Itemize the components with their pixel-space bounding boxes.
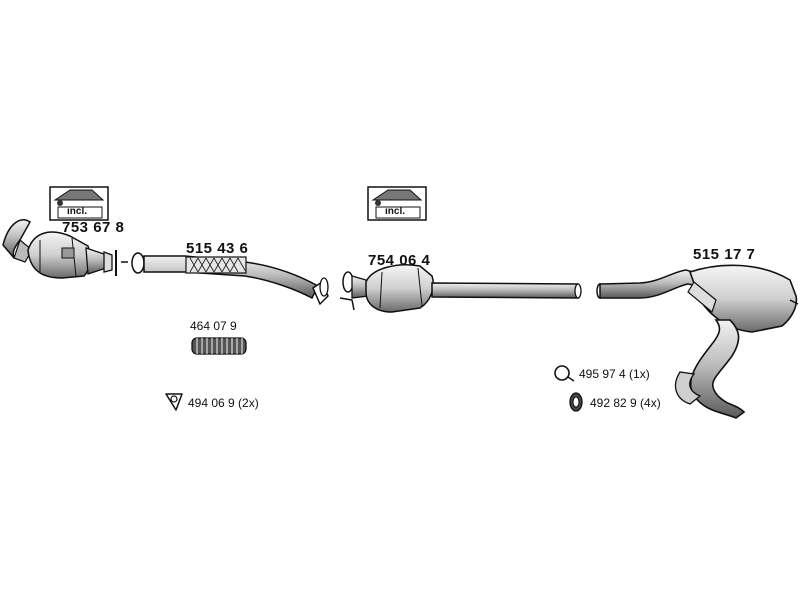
accessory-clamp-label: 495 97 4 (1x) (579, 367, 650, 381)
front-pipe (131, 252, 329, 306)
kit-label-front: incl. (67, 206, 88, 217)
mid-catalytic-converter (339, 264, 582, 313)
kit-label-mid: incl. (385, 206, 406, 217)
flex-pipe-part (191, 337, 247, 355)
front-catalytic-converter (2, 219, 128, 279)
part-number-front-pipe: 515 43 6 (186, 240, 249, 257)
part-number-front-cat: 753 67 8 (62, 219, 125, 236)
rear-silencer (596, 264, 799, 419)
accessory-mount-label: 492 82 9 (4x) (590, 396, 661, 410)
accessory-gasket-label: 494 06 9 (2x) (188, 396, 259, 410)
kit-box-icon-front (49, 186, 109, 221)
part-number-mid-cat: 754 06 4 (368, 252, 431, 269)
rubber-mount-icon (569, 392, 583, 412)
gasket-icon (165, 393, 183, 411)
clamp-ring-icon (554, 365, 575, 382)
kit-box-icon-mid (367, 186, 427, 221)
part-number-flex-pipe: 464 07 9 (190, 319, 237, 333)
part-number-rear-silencer: 515 17 7 (693, 246, 756, 263)
